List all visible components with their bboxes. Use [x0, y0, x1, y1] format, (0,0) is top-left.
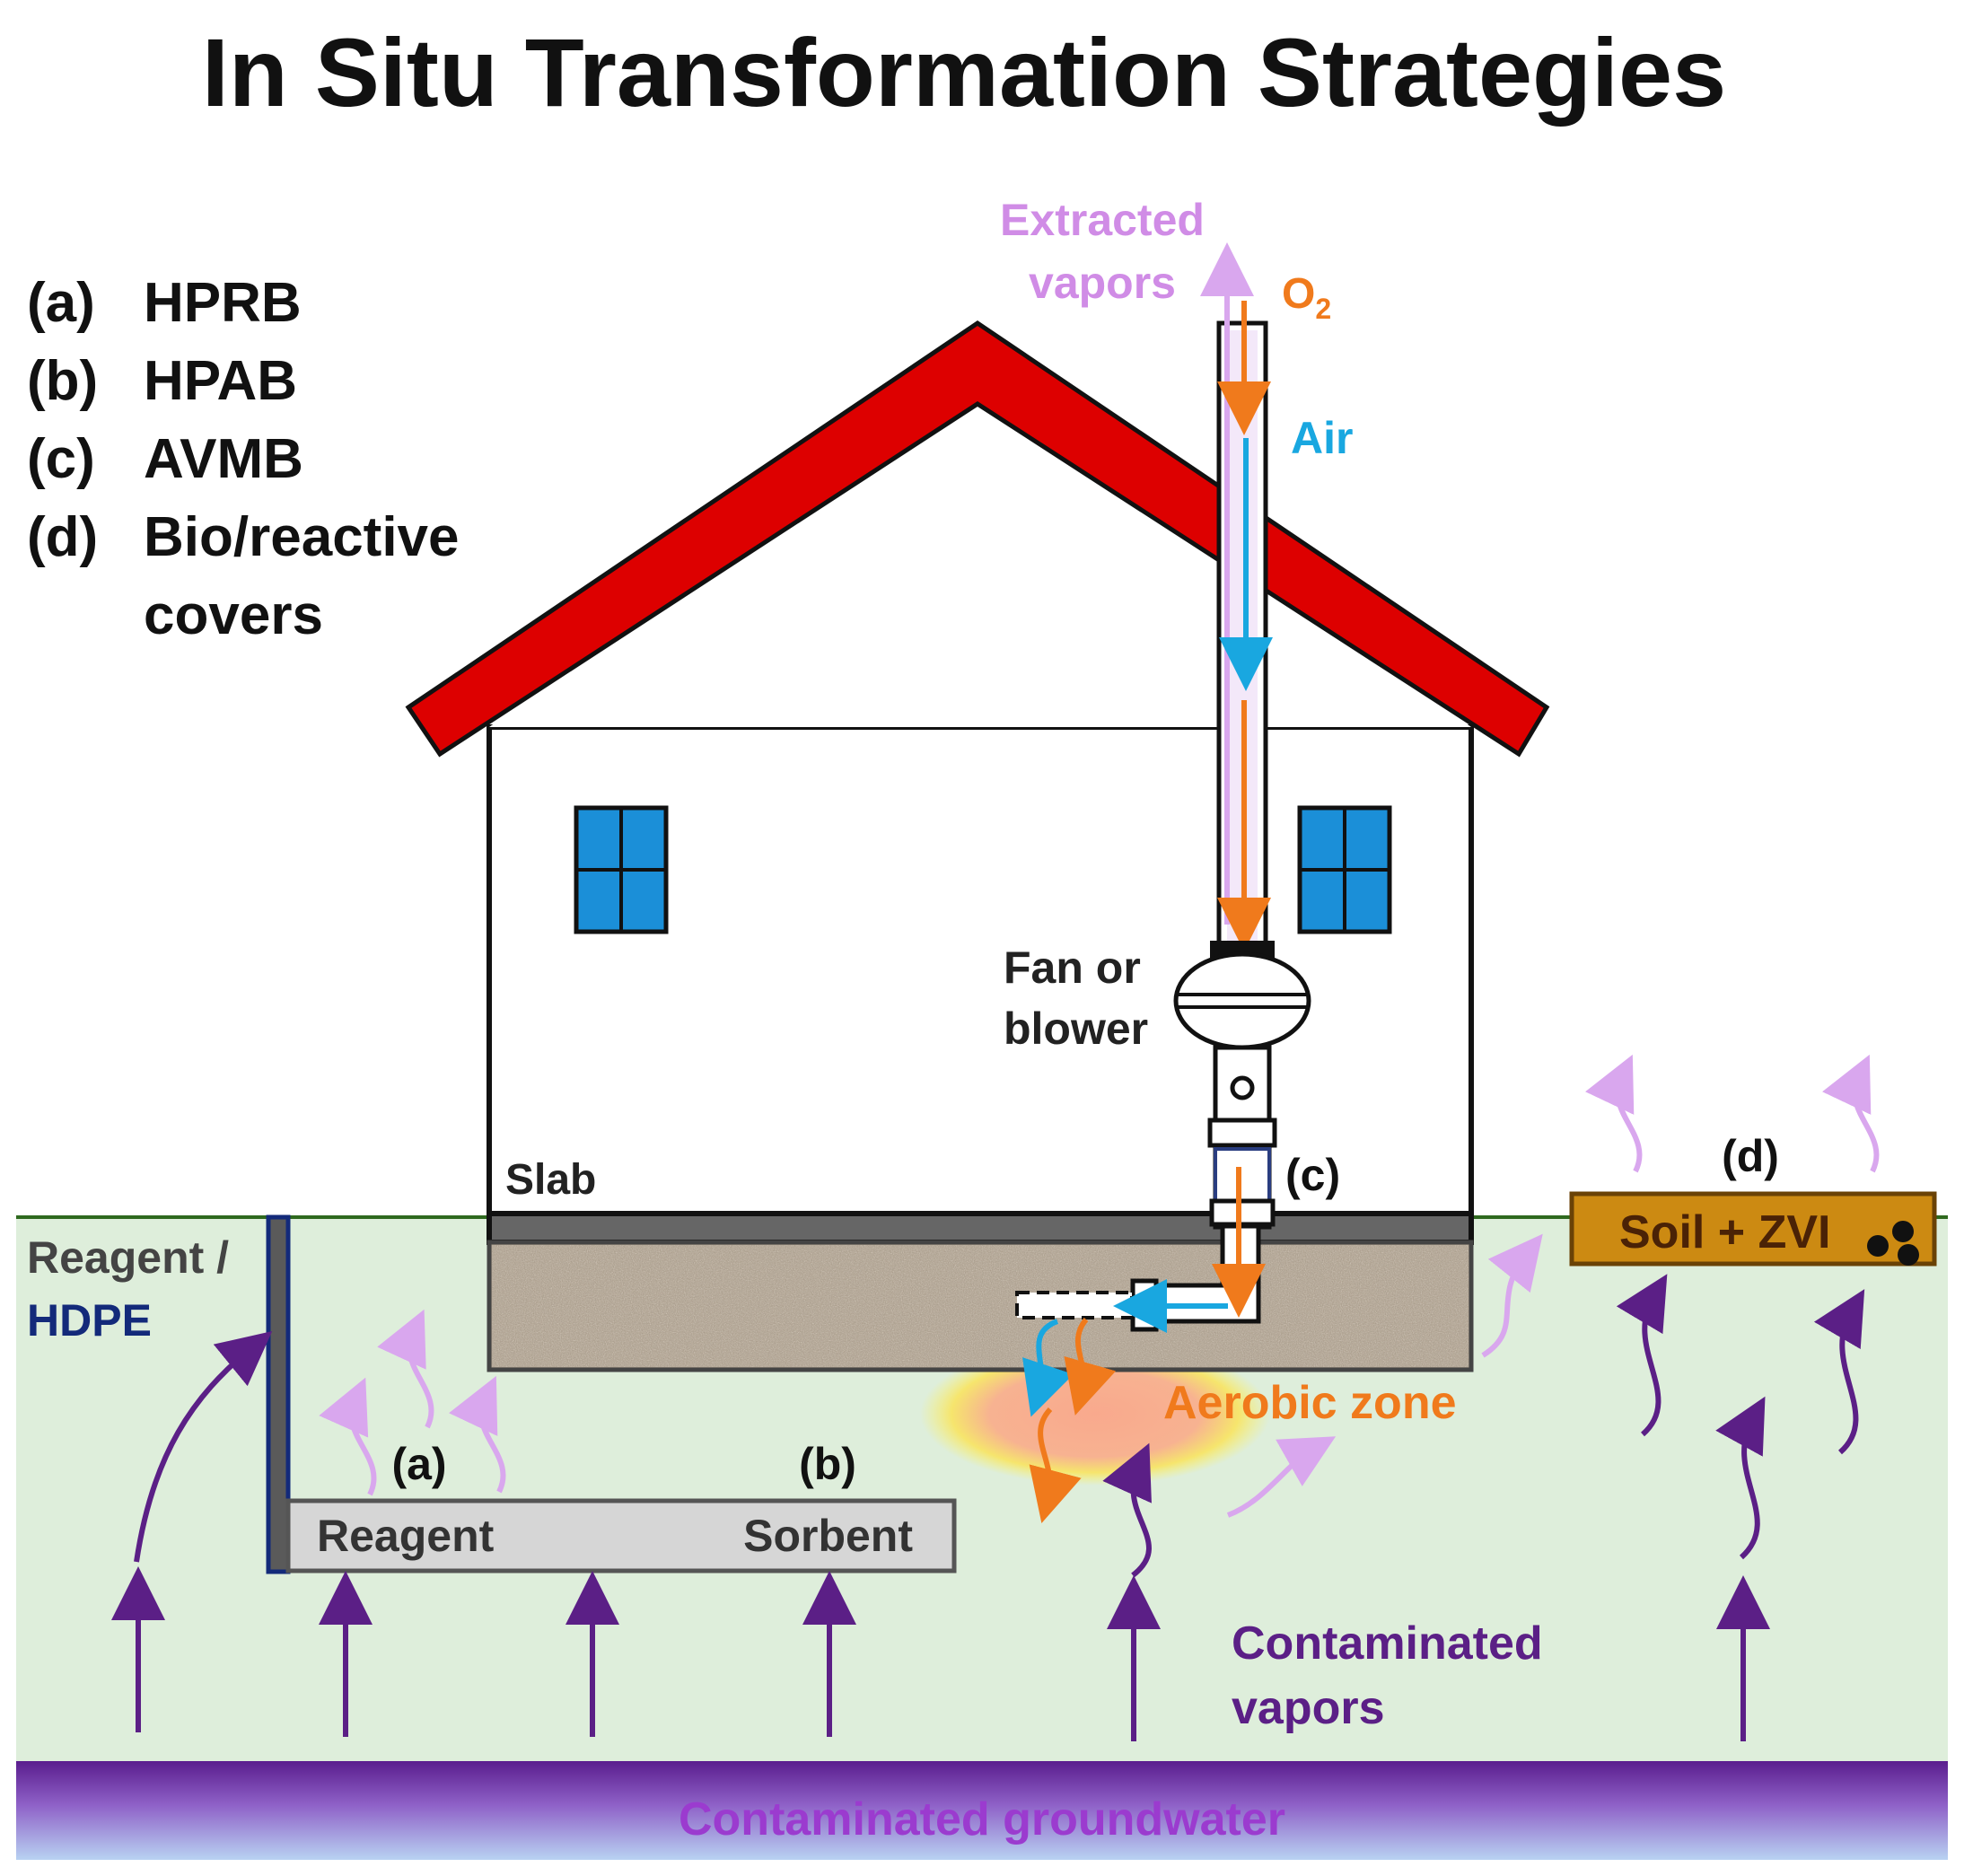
- legend: (a) HPRB (b) HPAB (c) AVMB (d) Bio/react…: [27, 272, 460, 646]
- cover-label: Soil + ZVI: [1619, 1206, 1831, 1258]
- groundwater-label: Contaminated groundwater: [679, 1793, 1285, 1845]
- fan-label-1: Fan or: [1004, 942, 1141, 993]
- light-vapor-arrow: [1226, 1436, 1337, 1518]
- vapor-arrows-light: [319, 1054, 1880, 1518]
- legend-label-c: AVMB: [144, 428, 303, 490]
- d-marker-label: (d): [1722, 1131, 1779, 1181]
- light-vapor-arrow: [1481, 1233, 1543, 1358]
- vapor-arrows-curved: [134, 1274, 1865, 1578]
- vapor-arrow-wall: [134, 1331, 273, 1563]
- aerobic-o2-arrow-1: [1064, 1318, 1117, 1416]
- zvi-particles-icon: [1867, 1221, 1919, 1266]
- pipe-coupler-1: [1207, 1118, 1277, 1148]
- vapor-arrow-wiggle: [1813, 1289, 1865, 1455]
- page-title: In Situ Transformation Strategies: [202, 18, 1726, 127]
- gravel-texture: [492, 1245, 1469, 1367]
- pipe-coupler-2: [1214, 1147, 1271, 1203]
- barrier-reagent-label: Reagent: [317, 1511, 495, 1561]
- reagent-wall-label-1: Reagent /: [27, 1232, 229, 1283]
- hdpe-wall: [266, 1214, 291, 1574]
- legend-label-d: Bio/reactive: [144, 506, 460, 568]
- contaminated-vapors-label-1: Contaminated: [1232, 1617, 1543, 1670]
- c-marker-label: (c): [1285, 1150, 1340, 1200]
- extracted-vapors-label-1: Extracted: [1000, 195, 1205, 245]
- slab: [487, 1211, 1474, 1245]
- air-label: Air: [1291, 413, 1353, 463]
- extracted-vapors-label-2: vapors: [1029, 258, 1176, 308]
- fan-label-2: blower: [1004, 1004, 1148, 1054]
- light-vapor-arrow: [319, 1377, 377, 1496]
- roof: [405, 320, 1550, 758]
- light-vapor-arrow: [1585, 1054, 1643, 1173]
- vapor-arrow-wiggle: [1616, 1274, 1668, 1437]
- o2-label: O2: [1282, 270, 1331, 325]
- aerobic-zone-label: Aerobic zone: [1163, 1377, 1457, 1429]
- window-right: [1297, 805, 1392, 934]
- light-vapor-arrow: [1822, 1054, 1880, 1173]
- vapor-arrows-straight: [111, 1566, 1770, 1741]
- aerobic-o2-arrow-2: [1029, 1407, 1082, 1524]
- light-vapor-arrow: [377, 1309, 434, 1429]
- pipe-gauge: [1230, 1075, 1255, 1100]
- a-marker-label: (a): [391, 1439, 446, 1489]
- horizontal-barrier: [285, 1498, 957, 1574]
- legend-key-c: (c): [27, 428, 95, 490]
- house-wall: [487, 724, 1474, 1222]
- b-marker-label: (b): [799, 1439, 856, 1489]
- suction-perforated: [1015, 1291, 1134, 1319]
- pipe-coupler-3: [1209, 1198, 1276, 1227]
- aerobic-air-arrow: [1021, 1319, 1074, 1417]
- window-left: [574, 805, 669, 934]
- legend-key-a: (a): [27, 272, 95, 334]
- vapor-arrow-wiggle: [1715, 1396, 1766, 1560]
- legend-label-d-2: covers: [144, 584, 323, 646]
- vapor-arrow-wiggle: [1102, 1442, 1153, 1578]
- light-vapor-arrow: [449, 1375, 506, 1494]
- groundwater-band: [16, 1761, 1948, 1860]
- legend-key-d: (d): [27, 506, 98, 568]
- slab-label: Slab: [505, 1156, 596, 1204]
- legend-label-b: HPAB: [144, 350, 297, 412]
- contaminated-vapors-label-2: vapors: [1232, 1682, 1385, 1734]
- reagent-wall-label-2: HDPE: [27, 1295, 152, 1346]
- legend-label-a: HPRB: [144, 272, 302, 334]
- legend-key-b: (b): [27, 350, 98, 412]
- fan-blower: [1173, 951, 1311, 1050]
- barrier-sorbent-label: Sorbent: [743, 1511, 913, 1561]
